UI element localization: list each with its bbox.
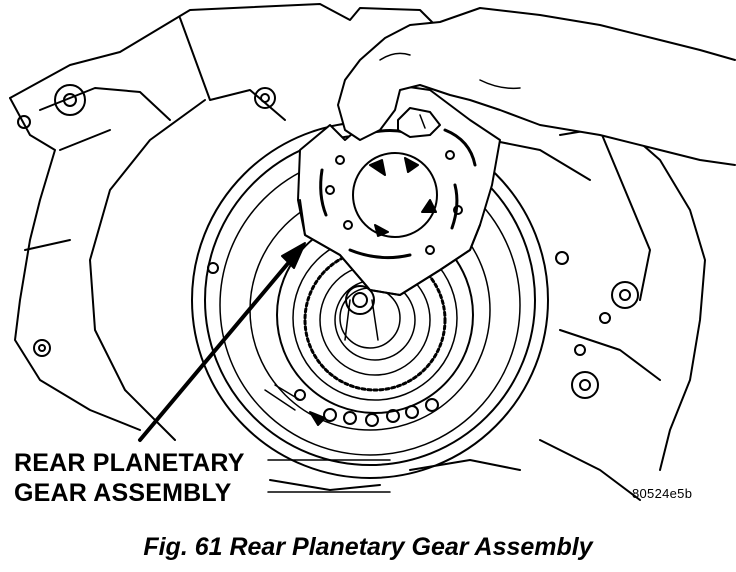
callout-leader — [138, 242, 391, 493]
transmission-line-drawing — [9, 3, 736, 501]
hand — [337, 7, 736, 166]
figure-caption: Fig. 61 Rear Planetary Gear Assembly — [143, 533, 593, 561]
rear-planetary-gear-assembly — [297, 84, 501, 296]
transmission-case — [9, 3, 706, 501]
callout-label-line-1: REAR PLANETARY — [14, 449, 245, 477]
figure-reference-code: 80524e5b — [632, 486, 693, 501]
callout-label-line-2: GEAR ASSEMBLY — [14, 479, 232, 507]
